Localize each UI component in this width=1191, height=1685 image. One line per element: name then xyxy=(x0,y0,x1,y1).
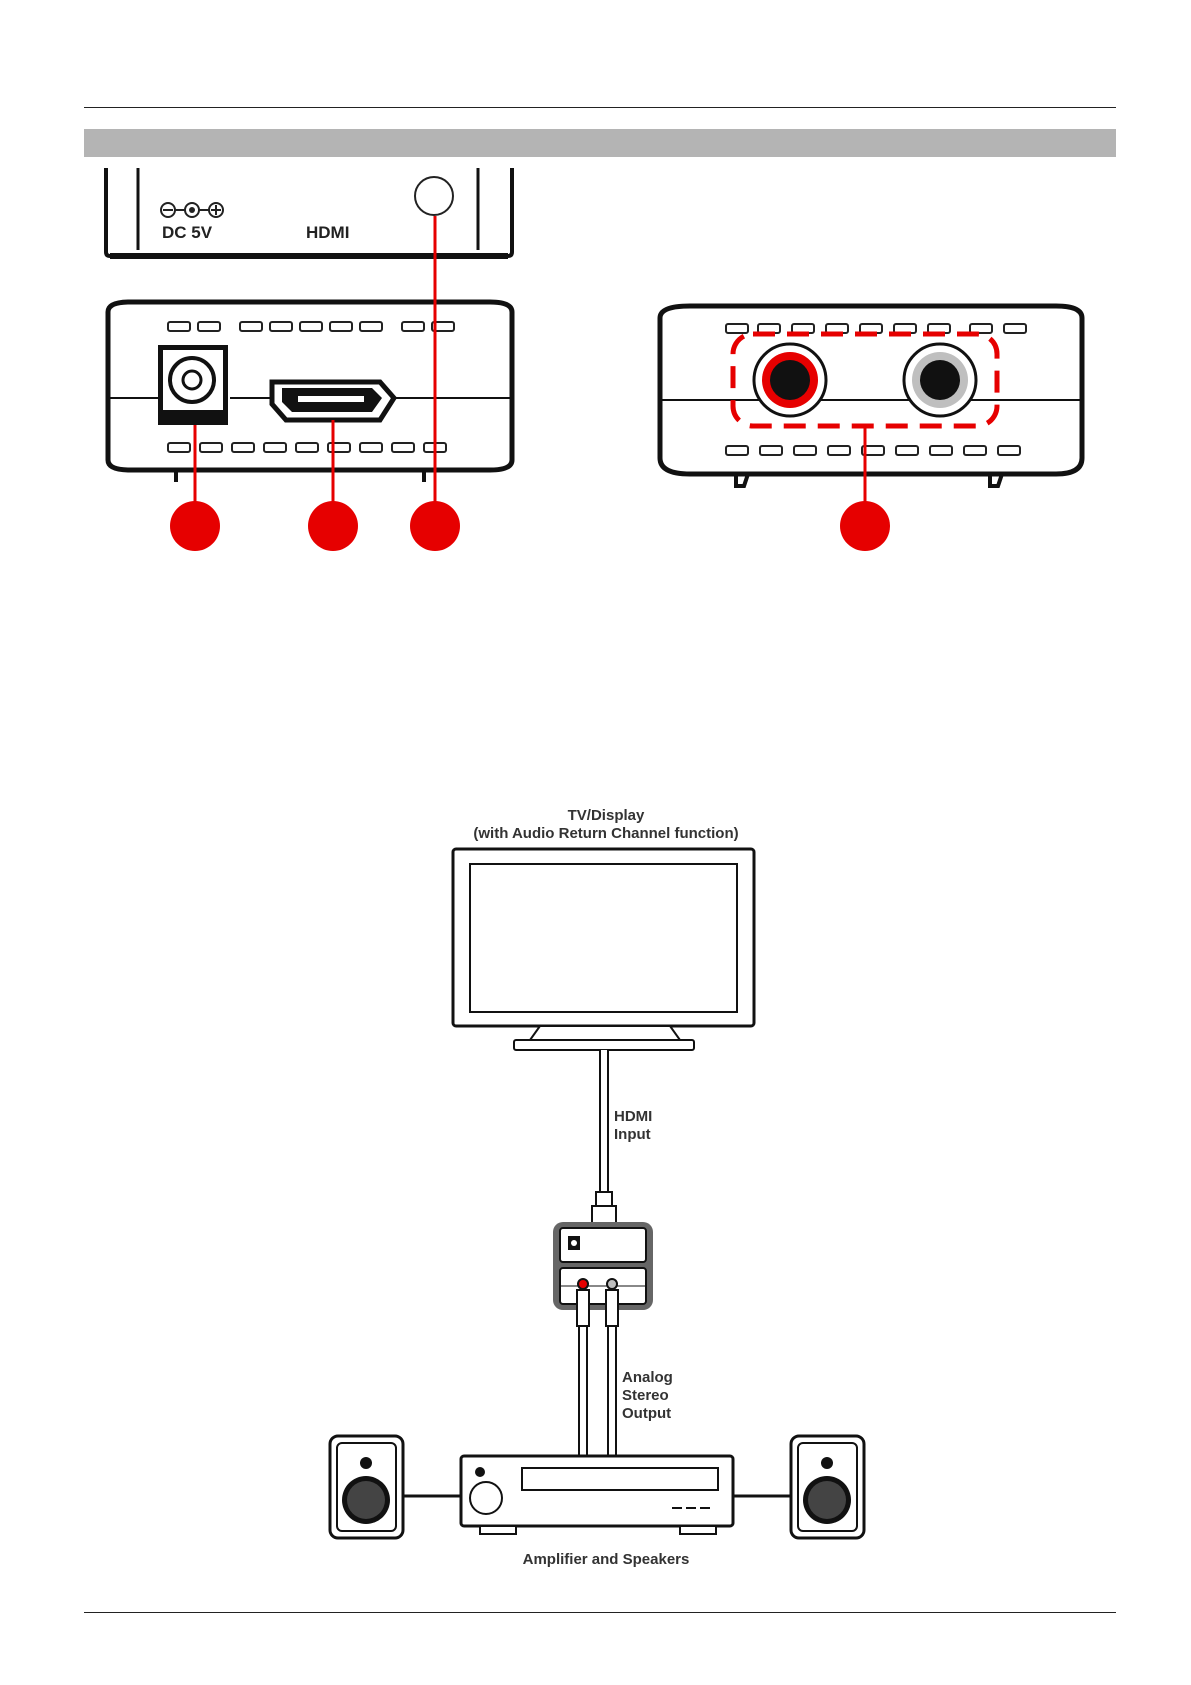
tv-subtitle: (with Audio Return Channel function) xyxy=(473,825,738,842)
callout-marker-1 xyxy=(170,501,220,551)
analog-label-line3: Output xyxy=(622,1405,671,1422)
rca-white-jack xyxy=(904,344,976,416)
tv-display-icon xyxy=(453,849,754,1050)
dc-power-jack xyxy=(158,345,228,425)
callout-marker-4 xyxy=(840,501,890,551)
tv-title: TV/Display xyxy=(568,807,645,824)
device-top-view: DC 5V HDMI xyxy=(106,168,512,256)
hdmi-cable-label-line2: Input xyxy=(614,1126,651,1143)
callout-marker-2 xyxy=(308,501,358,551)
amplifier-caption: Amplifier and Speakers xyxy=(523,1551,690,1568)
converter-box-icon xyxy=(553,1222,653,1310)
analog-label-line1: Analog xyxy=(622,1369,673,1386)
analog-stereo-cables xyxy=(577,1290,618,1458)
analog-label-line2: Stereo xyxy=(622,1387,669,1404)
rca-red-jack xyxy=(754,344,826,416)
speaker-right-icon xyxy=(791,1436,864,1538)
dc-label: DC 5V xyxy=(162,223,213,242)
hdmi-cable-label-line1: HDMI xyxy=(614,1108,652,1125)
polarity-icon xyxy=(161,203,223,217)
hdmi-port xyxy=(272,382,394,420)
amplifier-icon xyxy=(461,1456,733,1534)
hdmi-panel-label: HDMI xyxy=(306,223,349,242)
device-front-view xyxy=(108,302,512,482)
led-indicator xyxy=(415,177,453,215)
device-rear-view xyxy=(660,306,1082,486)
speaker-left-icon xyxy=(330,1436,403,1538)
callout-marker-3 xyxy=(410,501,460,551)
